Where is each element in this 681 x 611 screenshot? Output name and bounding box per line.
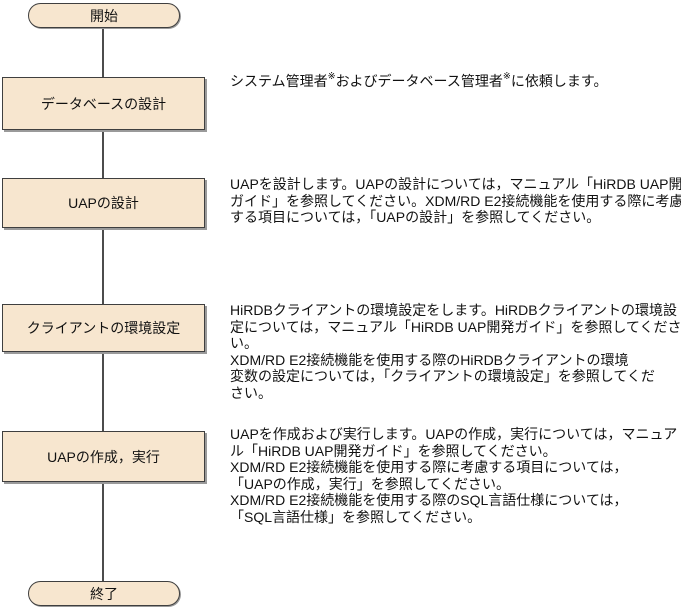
end-terminal-node: 終了 [28, 581, 180, 606]
process-step-client-env-setup: クライアントの環境設定 [2, 304, 205, 352]
reference-mark: ※ [502, 71, 511, 82]
step-description-client-env-setup: HiRDBクライアントの環境設定をします。HiRDBクライアントの環境設定につい… [230, 302, 681, 402]
step-description-uap-design: UAPを設計します。UAPの設計については，マニュアル「HiRDB UAP開発ガ… [230, 176, 681, 226]
description-line: HiRDBクライアントの環境設定をします。HiRDBクライアントの環境設 [230, 302, 678, 318]
description-line: XDM/RD E2接続機能を使用する際のHiRDBクライアントの環境 [230, 351, 629, 368]
description-line: ガイド」を参照してください。XDM/RD E2接続機能を使用する際に考慮 [230, 192, 681, 209]
process-step-label: データベースの設計 [40, 95, 167, 112]
process-step-label: UAPの作成，実行 [47, 448, 160, 465]
process-step-label: UAPの設計 [68, 195, 139, 211]
step-description-database-design: システム管理者※およびデータベース管理者※に依頼します。 [230, 71, 608, 90]
description-line: 「SQL言語仕様」を参照してください。 [230, 508, 482, 525]
process-step-uap-create-run: UAPの作成，実行 [2, 431, 205, 482]
description-line: する項目については，「UAPの設計」を参照してください。 [230, 209, 601, 226]
description-line: ル「HiRDB UAP開発ガイド」を参照してください。 [230, 442, 557, 459]
process-step-uap-design: UAPの設計 [2, 178, 205, 228]
description-line: い。 [230, 335, 258, 352]
end-terminal-label: 終了 [90, 585, 118, 602]
description-line: 変数の設定については，「クライアントの環境設定」を参照してくだ [230, 368, 655, 385]
description-line: システム管理者※およびデータベース管理者※に依頼します。 [230, 71, 608, 89]
description-line: XDM/RD E2接続機能を使用する際のSQL言語仕様については， [230, 492, 628, 509]
start-terminal-label: 開始 [90, 7, 118, 24]
description-line: XDM/RD E2接続機能を使用する際に考慮する項目については， [230, 459, 628, 476]
description-line: UAPを作成および実行します。UAPの作成，実行については，マニュア [230, 426, 678, 442]
description-line: UAPを設計します。UAPの設計については，マニュアル「HiRDB UAP開発 [230, 176, 681, 192]
process-step-label: クライアントの環境設定 [26, 320, 181, 336]
description-line: 定については，マニュアル「HiRDB UAP開発ガイド」を参照してくださ [230, 318, 681, 335]
description-line: さい。 [230, 384, 272, 401]
reference-mark: ※ [327, 71, 336, 82]
start-terminal-node: 開始 [28, 3, 180, 28]
description-line: 「UAPの作成，実行」を参照してください。 [230, 475, 510, 492]
process-step-database-design: データベースの設計 [2, 77, 205, 130]
step-description-uap-create-run: UAPを作成および実行します。UAPの作成，実行については，マニュアル「HiRD… [230, 426, 677, 526]
